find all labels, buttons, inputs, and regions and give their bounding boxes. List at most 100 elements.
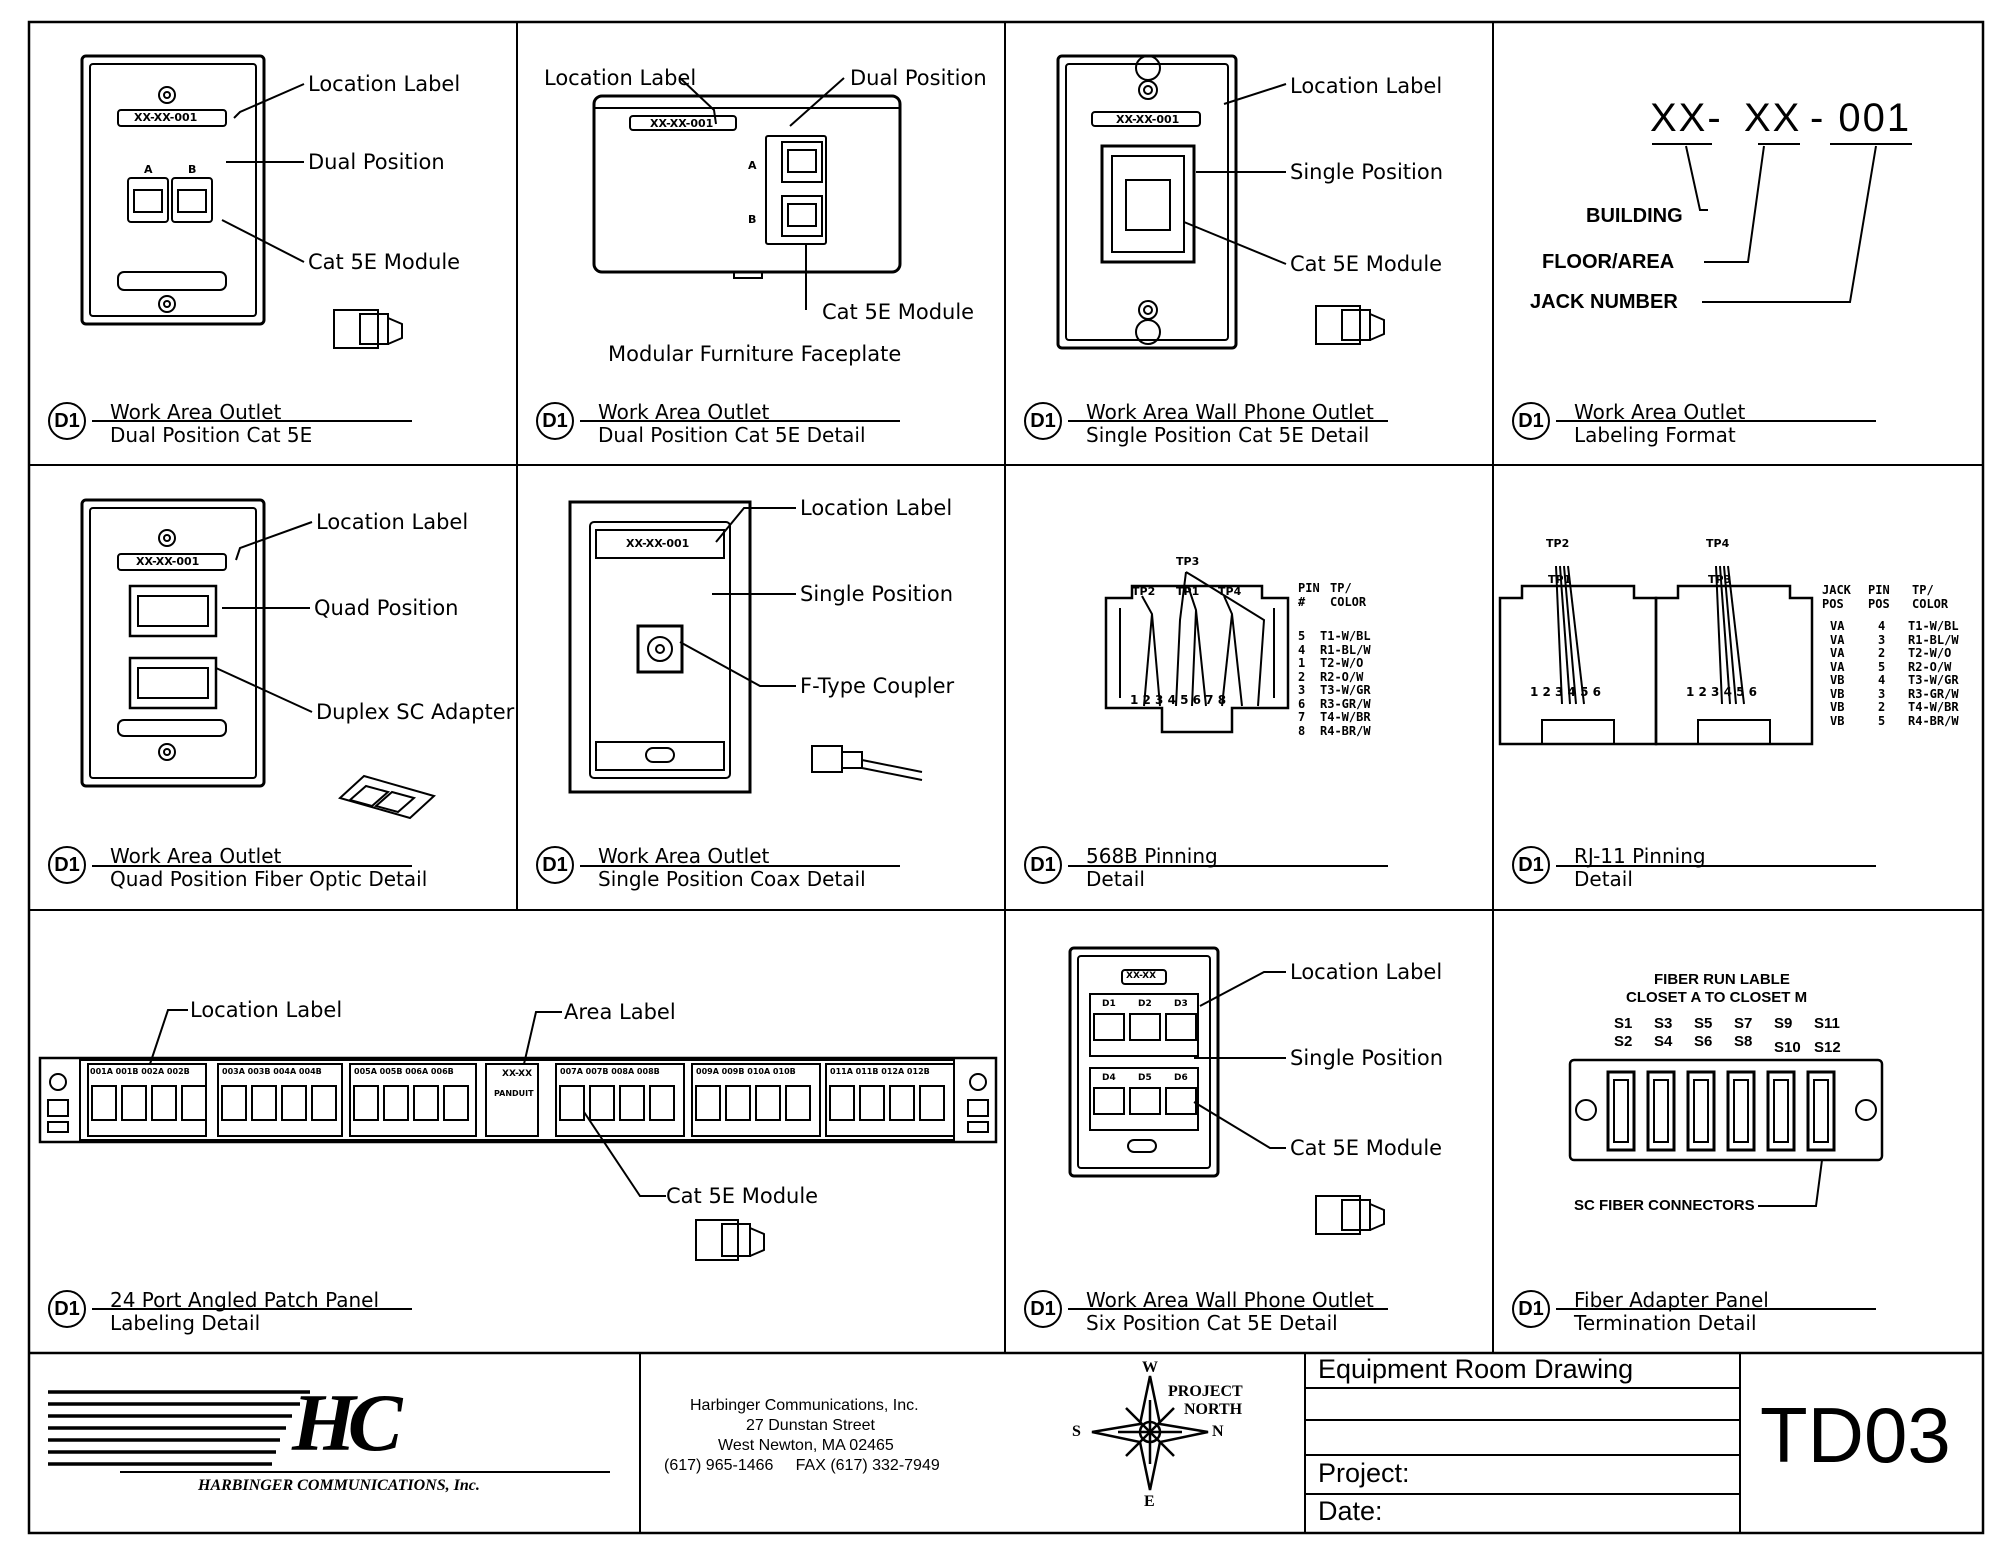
detail-badge: D1 [536,402,574,440]
patch-port [829,1085,855,1121]
port-group-label: 003A 003B 004A 004B [222,1067,322,1076]
detail-title: Work Area Outlet [1574,400,1746,424]
project-north-label: PROJECT [1168,1383,1243,1400]
format-jack-code: - 001 [1810,96,1912,140]
patch-port [785,1085,811,1121]
fiber-strand-label: S9 [1774,1015,1793,1032]
callout-dual-position: Dual Position [308,150,445,174]
detail-title: Work Area Outlet [598,844,770,868]
faceplate-caption: Modular Furniture Faceplate [608,342,902,366]
pin-numbers: 1 2 3 4 5 6 [1530,685,1601,699]
fiber-strand-label: S3 [1654,1015,1673,1032]
patch-port [619,1085,645,1121]
patch-port [281,1085,307,1121]
callout-duplex-sc-adapter: Duplex SC Adapter [316,700,515,724]
patch-port [725,1085,751,1121]
jack-pos-header: JACK POS [1822,583,1851,611]
brand-label: PANDUIT [494,1089,534,1098]
plate-label-text: XX-XX-001 [1116,113,1180,126]
patch-port [413,1085,439,1121]
detail-badge: D1 [1024,402,1062,440]
patch-port [311,1085,337,1121]
callout-location-label: Location Label [190,998,343,1022]
detail-subtitle: Six Position Cat 5E Detail [1086,1311,1338,1335]
pin-numbers: 1 2 3 4 5 6 [1686,685,1757,699]
callout-location-label: Location Label [1290,74,1443,98]
detail-subtitle: Labeling Detail [110,1311,261,1335]
fiber-strand-label: S6 [1694,1033,1713,1050]
detail-title: Work Area Outlet [110,844,282,868]
patch-port [181,1085,207,1121]
tp1-label: TP1 [1176,585,1200,598]
port-group-label: 005A 005B 006A 006B [354,1067,454,1076]
tp-color-list: T1-W/BL R1-BL/W T2-W/O R2-O/W T3-W/GR R3… [1320,629,1371,738]
compass-east-letter: N [1212,1423,1224,1440]
patch-port [695,1085,721,1121]
detail-badge: D1 [536,846,574,884]
port-group-label: 009A 009B 010A 010B [696,1067,796,1076]
sc-fiber-slot [1766,1070,1796,1152]
patch-port [589,1085,615,1121]
callout-cat5e-module: Cat 5E Module [308,250,461,274]
detail-badge: D1 [1024,846,1062,884]
tp3-label: TP3 [1708,573,1732,586]
port-label: D5 [1138,1073,1152,1083]
patch-port [353,1085,379,1121]
fiber-strand-label: S8 [1734,1033,1753,1050]
patch-port [559,1085,585,1121]
sc-fiber-slot-inner [1733,1079,1749,1143]
detail-badge: D1 [1512,1290,1550,1328]
fiber-strand-label: S4 [1654,1033,1673,1050]
fiber-run-subtitle: CLOSET A TO CLOSET M [1626,989,1808,1006]
fiber-strand-label: S11 [1814,1015,1840,1032]
jack-a-label: A [144,163,153,176]
sc-fiber-slot-inner [1773,1079,1789,1143]
compass-north-letter: W [1142,1359,1158,1376]
patch-port [919,1085,945,1121]
patch-port [859,1085,885,1121]
format-floor-label: FLOOR/AREA [1542,251,1675,273]
sc-fiber-slot [1606,1070,1636,1152]
detail-subtitle: Single Position Cat 5E Detail [1086,423,1370,447]
detail-badge: D1 [48,402,86,440]
callout-quad-position: Quad Position [314,596,459,620]
sc-fiber-slot [1806,1070,1836,1152]
detail-subtitle: Detail [1574,867,1633,891]
tp2-label: TP2 [1132,585,1156,598]
tp-color-header: TP/ COLOR [1912,583,1949,611]
fiber-strand-label: S2 [1614,1033,1633,1050]
callout-single-position: Single Position [800,582,953,606]
detail-subtitle: Termination Detail [1574,1311,1757,1335]
callout-location-label: Location Label [316,510,469,534]
patch-port [91,1085,117,1121]
detail-title: 24 Port Angled Patch Panel [110,1288,380,1312]
detail-title: Work Area Outlet [598,400,770,424]
fiber-strand-label: S10 [1774,1039,1801,1056]
company-logo: HC [292,1377,403,1468]
patch-port [443,1085,469,1121]
callout-location-label: Location Label [308,72,461,96]
pin-header: PIN # [1298,581,1320,609]
format-building-code: XX- [1650,96,1723,140]
format-floor-code: XX [1744,96,1802,140]
sc-fiber-slot [1726,1070,1756,1152]
port-label: D1 [1102,999,1116,1009]
plate-label-text: XX-XX [1126,971,1157,981]
compass-south-letter: E [1144,1493,1155,1510]
project-field-label: Project: [1318,1458,1410,1488]
callout-cat5e-module: Cat 5E Module [1290,252,1443,276]
sheet-number: TD03 [1760,1391,1951,1479]
detail-badge: D1 [48,1290,86,1328]
sc-fiber-slot [1686,1070,1716,1152]
project-north-label: NORTH [1184,1401,1243,1418]
sc-fiber-slot-inner [1613,1079,1629,1143]
detail-subtitle: Labeling Format [1574,423,1736,447]
plate-label-text: XX-XX-001 [650,117,714,130]
detail-title: Work Area Outlet [110,400,282,424]
detail-badge: D1 [1024,1290,1062,1328]
date-field-label: Date: [1318,1496,1383,1526]
callout-dual-position: Dual Position [850,66,987,90]
port-group-label: 001A 001B 002A 002B [90,1067,190,1076]
